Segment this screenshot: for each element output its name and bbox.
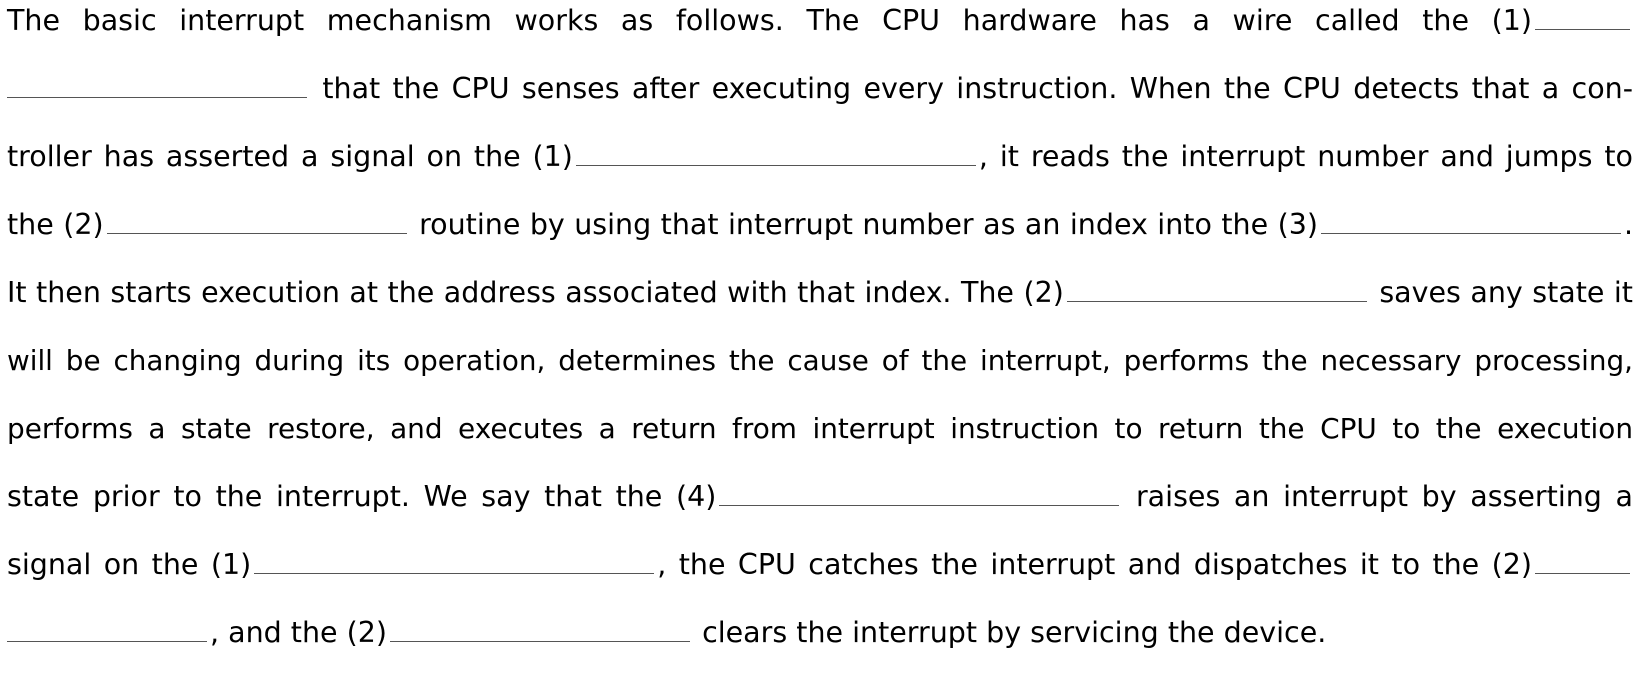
- paragraph-line-7: performs a state restore, and executes a…: [7, 409, 1633, 449]
- paragraph-line-4: the (2) routine by using that interrupt …: [7, 205, 1633, 245]
- paragraph-line-2: that the CPU senses after executing ever…: [7, 69, 1633, 109]
- text-segment: routine by using that interrupt number a…: [419, 208, 1318, 241]
- text-segment: signal on the (1): [7, 548, 252, 581]
- text-segment: , the CPU catches the interrupt and disp…: [657, 548, 1533, 581]
- blank-2[interactable]: [1535, 573, 1631, 574]
- blank-2[interactable]: [1066, 301, 1367, 302]
- text-segment: raises an interrupt by asserting a: [1135, 480, 1633, 513]
- text-segment: troller has asserted a signal on the (1): [7, 140, 573, 173]
- text-segment: state prior to the interrupt. We say tha…: [7, 480, 717, 513]
- paragraph-line-6: will be changing during its operation, d…: [7, 341, 1633, 381]
- blank-2[interactable]: [106, 233, 407, 234]
- paragraph-line-3: troller has asserted a signal on the (1)…: [7, 137, 1633, 177]
- text-segment: the (2): [7, 208, 104, 241]
- blank-1[interactable]: [575, 165, 976, 166]
- text-segment: The basic interrupt mechanism works as f…: [7, 4, 1532, 37]
- blank-2[interactable]: [390, 641, 690, 642]
- paragraph-line-1: The basic interrupt mechanism works as f…: [7, 1, 1633, 41]
- text-segment: saves any state it: [1379, 276, 1633, 309]
- text-segment: .: [1623, 208, 1634, 241]
- text-segment: , it reads the interrupt number and jump…: [978, 140, 1633, 173]
- text-segment: performs a state restore, and executes a…: [7, 412, 1633, 445]
- text-segment: It then starts execution at the address …: [7, 276, 1064, 309]
- paragraph-line-5: It then starts execution at the address …: [7, 273, 1633, 313]
- paragraph-line-9: signal on the (1) , the CPU catches the i…: [7, 545, 1633, 585]
- blank-3[interactable]: [1320, 233, 1621, 234]
- paragraph-line-10: , and the (2) clears the interrupt by se…: [7, 613, 1633, 653]
- blank-1[interactable]: [254, 573, 655, 574]
- text-segment: will be changing during its operation, d…: [7, 344, 1633, 377]
- blank-1[interactable]: [1535, 29, 1630, 30]
- blank-4[interactable]: [719, 505, 1120, 506]
- text-segment: that the CPU senses after executing ever…: [322, 72, 1633, 105]
- paragraph-line-8: state prior to the interrupt. We say tha…: [7, 477, 1633, 517]
- text-segment: clears the interrupt by servicing the de…: [702, 616, 1327, 649]
- blank-2-cont[interactable]: [7, 641, 207, 642]
- text-segment: , and the (2): [210, 616, 387, 649]
- blank-1-cont[interactable]: [7, 97, 307, 98]
